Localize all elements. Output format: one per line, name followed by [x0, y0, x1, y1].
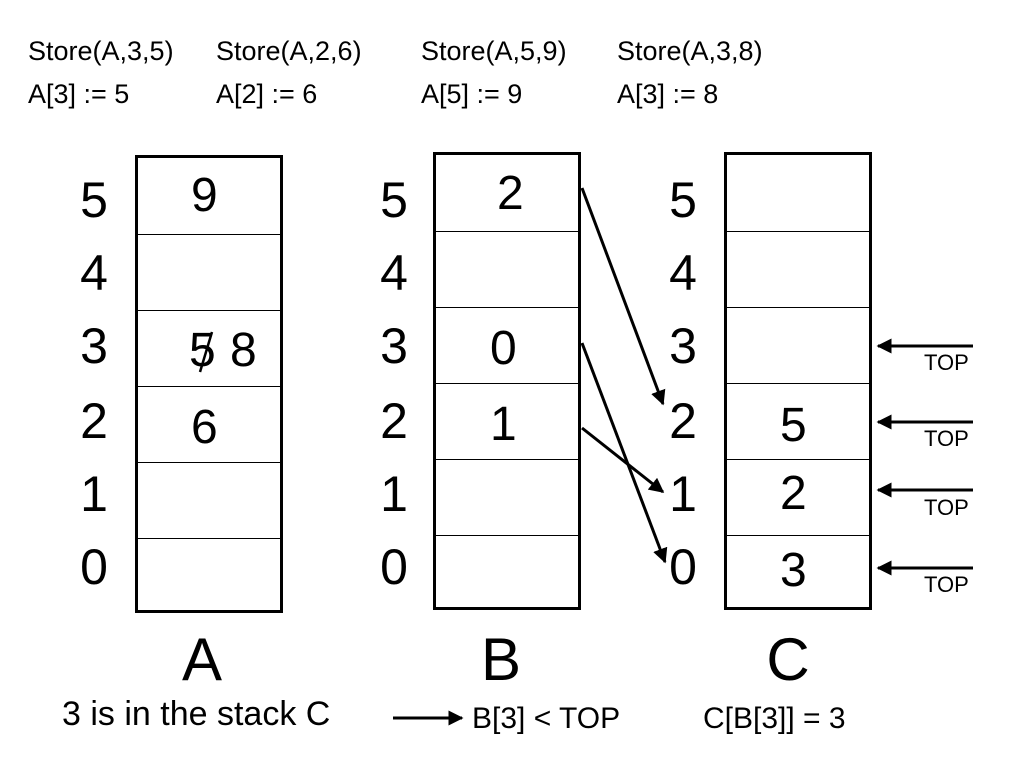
pointer-arrow-b5-c2	[580, 187, 666, 406]
array-b-label: B	[480, 626, 522, 693]
op-4-call: Store(A,3,8)	[617, 36, 763, 66]
pointer-arrow-b3-c0	[580, 342, 668, 564]
op-4-assign: A[3] := 8	[617, 79, 719, 109]
array-c-cell-3	[727, 307, 869, 383]
array-a-value-2: 6	[191, 401, 218, 454]
array-b-cell-1	[436, 459, 578, 535]
index-label-c-0: 0	[669, 539, 697, 595]
array-a-value-3-new: 8	[230, 324, 257, 377]
array-c-cell-0	[727, 535, 869, 611]
op-2-assign: A[2] := 6	[216, 79, 318, 109]
index-label-c-4: 4	[669, 245, 697, 301]
index-label-b-3: 3	[380, 318, 408, 374]
array-c-cell-1	[727, 459, 869, 535]
array-a-cell-2	[138, 386, 280, 462]
array-b-cell-4	[436, 231, 578, 307]
result-text: C[B[3]] = 3	[703, 702, 846, 735]
array-a	[135, 155, 283, 613]
top-label-1: TOP	[924, 350, 969, 375]
op-3-call: Store(A,5,9)	[421, 36, 567, 66]
array-c-value-0: 3	[780, 544, 807, 597]
array-c-label: C	[766, 626, 810, 693]
array-a-cell-4	[138, 234, 280, 310]
array-b	[433, 152, 581, 610]
index-label-a-1: 1	[80, 466, 108, 522]
op-1-call: Store(A,3,5)	[28, 36, 174, 66]
top-label-4: TOP	[924, 572, 969, 597]
top-label-3: TOP	[924, 495, 969, 520]
index-label-a-0: 0	[80, 539, 108, 595]
op-3-assign: A[5] := 9	[421, 79, 523, 109]
array-b-value-2: 1	[490, 398, 517, 451]
array-b-value-3: 0	[490, 322, 517, 375]
index-label-b-0: 0	[380, 539, 408, 595]
array-a-cell-0	[138, 538, 280, 614]
index-label-a-4: 4	[80, 245, 108, 301]
strikethrough-mark	[198, 331, 214, 373]
index-label-b-4: 4	[380, 245, 408, 301]
op-1-assign: A[3] := 5	[28, 79, 130, 109]
array-b-cell-3	[436, 307, 578, 383]
array-c-value-1: 2	[780, 467, 807, 520]
index-label-b-2: 2	[380, 393, 408, 449]
index-label-b-1: 1	[380, 466, 408, 522]
op-2-call: Store(A,2,6)	[216, 36, 362, 66]
array-c-value-2: 5	[780, 399, 807, 452]
index-label-c-1: 1	[669, 466, 697, 522]
array-a-cell-3	[138, 310, 280, 386]
index-label-a-3: 3	[80, 318, 108, 374]
array-b-cell-0	[436, 535, 578, 611]
array-a-label: A	[181, 626, 223, 693]
array-a-cell-1	[138, 462, 280, 538]
array-c-cell-4	[727, 231, 869, 307]
array-b-value-5: 2	[497, 167, 524, 220]
index-label-a-5: 5	[80, 172, 108, 228]
stack-note: 3 is in the stack C	[62, 695, 331, 733]
array-c-cell-2	[727, 383, 869, 459]
array-b-cell-2	[436, 383, 578, 459]
index-label-a-2: 2	[80, 393, 108, 449]
top-label-2: TOP	[924, 426, 969, 451]
index-label-c-2: 2	[669, 393, 697, 449]
index-label-c-5: 5	[669, 172, 697, 228]
index-label-b-5: 5	[380, 172, 408, 228]
pointer-arrow-b2-c1	[581, 426, 665, 494]
array-c	[724, 152, 872, 610]
condition-text: B[3] < TOP	[472, 702, 621, 735]
index-label-c-3: 3	[669, 318, 697, 374]
array-a-value-5: 9	[191, 169, 218, 222]
